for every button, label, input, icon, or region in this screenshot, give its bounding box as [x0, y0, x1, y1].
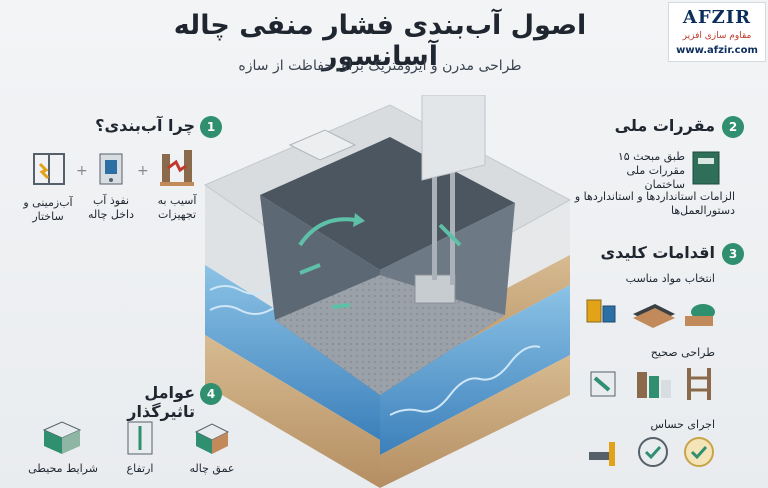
logo-tagline: مقاوم سازی افزیر	[682, 31, 752, 41]
section4-item-height: ارتفاع	[126, 462, 154, 475]
section1-title: چرا آب‌بندی؟	[95, 116, 195, 135]
membrane-roll-icon	[685, 304, 715, 326]
materials-buckets-icon	[586, 299, 616, 323]
section2-title: مقررات ملی	[614, 116, 715, 135]
section3-group-1-label: انتخاب مواد مناسب	[625, 272, 715, 285]
section4-title: عوامل تاثیرگذار	[127, 383, 195, 421]
section3-title: اقدامات کلیدی	[600, 243, 715, 262]
elevator-rail	[432, 155, 437, 280]
left-water-layer	[205, 265, 380, 440]
plus-sign-1: +	[137, 163, 149, 179]
right-wave-1	[389, 345, 541, 416]
environment-icon	[42, 421, 82, 454]
pressure-arrow-4	[438, 223, 462, 247]
logo-name: AFZIR	[682, 7, 752, 28]
section3-group-1-icons	[586, 299, 715, 328]
logo-url[interactable]: www.afzir.com	[676, 45, 758, 56]
quality-badge-icon	[638, 437, 668, 467]
pressure-arrow-1	[298, 217, 356, 247]
shaft-top	[421, 95, 486, 181]
section1-item-water-ingress: نفوذ آب داخل چاله	[88, 194, 134, 221]
section4-item-environment: شرایط محیطی	[28, 462, 98, 475]
pit-depth-icon	[194, 423, 230, 454]
regulation-book-icon	[692, 151, 720, 185]
sealant-gun-icon	[589, 442, 615, 466]
section1-badge: 1	[200, 116, 222, 138]
section1-item-groundwater: آب‌زمینی و ساختار	[23, 196, 73, 223]
membrane-layer-icon	[633, 304, 675, 328]
section2-item-1: طبق مبحث ۱۵ مقررات ملی ساختمان	[617, 150, 685, 191]
section1-item-damaged-equipment: آسیب به تجهیزات	[157, 194, 197, 221]
drainage-detail-icon	[590, 371, 616, 397]
layered-wall-icon	[637, 372, 671, 398]
pressure-arrow-3	[331, 303, 351, 309]
section3-group-2-label: طراحی صحیح	[650, 346, 715, 359]
section3-badge: 3	[722, 243, 744, 265]
elevator-rail-2	[450, 165, 455, 285]
water-ingress-icon	[99, 153, 123, 185]
section2-item-2: الزامات استانداردها و استانداردها و دستو…	[574, 190, 735, 217]
section3-group-2-icons	[590, 368, 711, 400]
section2-badge: 2	[722, 116, 744, 138]
plus-sign-2: +	[76, 163, 88, 179]
pressure-arrow-2	[299, 263, 321, 275]
page-subtitle: طراحی مدرن و ایزومتریک برای حفاظت از ساز…	[238, 58, 522, 74]
section4-badge: 4	[200, 383, 222, 405]
section3-group-3-label: اجرای حساس	[650, 418, 715, 431]
section3-group-3-icons	[589, 437, 714, 467]
groundwater-structure-icon	[33, 153, 65, 185]
brand-logo[interactable]: AFZIR مقاوم سازی افزیر www.afzir.com	[668, 2, 766, 62]
hatch-cover	[288, 129, 357, 161]
page-title: اصول آب‌بندی فشار منفی چاله آسانسور	[173, 10, 587, 72]
damaged-equipment-icon	[160, 150, 194, 186]
elevator-pit-illustration	[203, 95, 572, 488]
right-soil-bottom	[380, 355, 570, 488]
approved-badge-icon	[684, 437, 714, 467]
height-icon	[127, 421, 153, 455]
pressure-arrow-1-head	[353, 213, 365, 227]
formwork-icon	[687, 368, 711, 400]
section4-item-pit-depth: عمق چاله	[189, 462, 235, 475]
left-soil-layer	[205, 335, 380, 488]
